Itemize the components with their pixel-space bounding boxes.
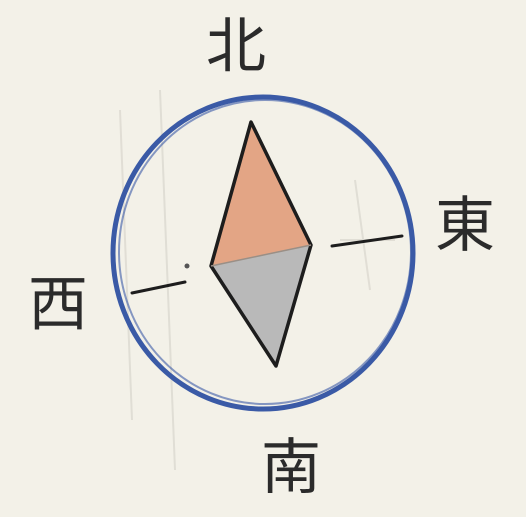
label-south: 南: [261, 433, 321, 503]
label-west: 西: [28, 270, 88, 340]
label-north: 北: [206, 12, 266, 82]
west-dot: [185, 264, 190, 269]
label-east: 東: [435, 191, 495, 261]
